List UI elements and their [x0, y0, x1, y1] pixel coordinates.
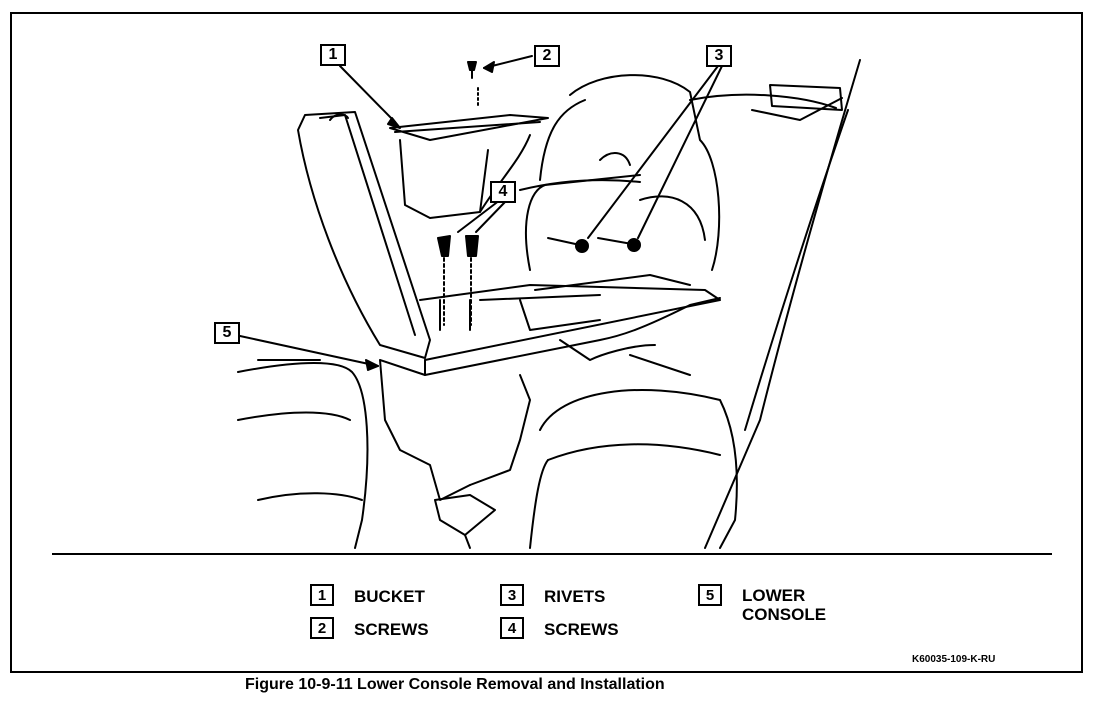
callout-1: 1: [320, 44, 346, 66]
figure-code: K60035-109-K-RU: [912, 654, 996, 665]
callout-2: 2: [534, 45, 560, 67]
legend-divider: [52, 553, 1052, 555]
callout-5: 5: [214, 322, 240, 344]
screws-item-4: [437, 235, 479, 326]
legend-num-2: 2: [310, 617, 334, 639]
legend-num-3: 3: [500, 584, 524, 606]
legend-num-4: 4: [500, 617, 524, 639]
leader-lines: [239, 55, 723, 371]
legend-label-1: BUCKET: [354, 587, 425, 606]
figure-caption: Figure 10-9-11 Lower Console Removal and…: [245, 676, 665, 693]
legend-label-4: SCREWS: [544, 620, 619, 639]
legend-label-5: LOWER CONSOLE: [742, 586, 827, 624]
lower-console: [379, 274, 721, 501]
legend-num-1: 1: [310, 584, 334, 606]
callout-4: 4: [490, 181, 516, 203]
bucket-part: [389, 114, 549, 219]
rivets-item-3: [547, 237, 641, 253]
legend-label-3: RIVETS: [544, 587, 606, 606]
callout-3: 3: [706, 45, 732, 67]
door-panel: [689, 59, 861, 549]
legend-num-5: 5: [698, 584, 722, 606]
figure-frame: [10, 12, 1083, 673]
screw-top: [467, 61, 479, 106]
right-seat: [529, 389, 738, 549]
left-seat: [237, 359, 369, 549]
console-lid: [297, 111, 431, 359]
floor-bracket: [434, 494, 496, 549]
rear-seat: [519, 74, 721, 271]
legend-label-2: SCREWS: [354, 620, 429, 639]
